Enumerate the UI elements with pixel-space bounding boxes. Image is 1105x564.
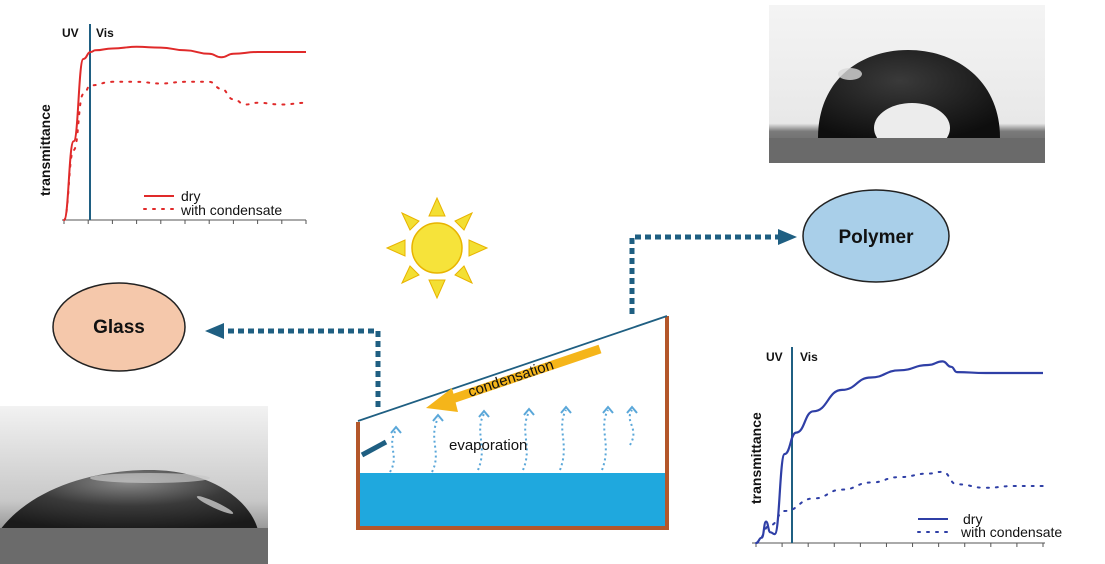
glass-droplet-photo (0, 406, 268, 564)
condensation-arrow (426, 344, 602, 412)
uv-label: UV (62, 26, 79, 40)
glass-arrowhead (205, 323, 224, 339)
polymer-transmittance-chart: UV Vis transmittance dry with condensate (748, 347, 1062, 547)
polymer-label: Polymer (839, 227, 915, 248)
polymer-droplet-photo (769, 5, 1045, 163)
solar-still: condensation evaporation (356, 315, 669, 530)
glass-label: Glass (93, 317, 145, 338)
polymer-arrow (629, 234, 780, 314)
condensation-label: condensation (466, 356, 556, 400)
series-dry-line (755, 360, 1043, 545)
x-axis-ticks (63, 220, 307, 224)
series-with-condensate-line (755, 470, 1044, 544)
x-axis-ticks (755, 543, 1044, 547)
y-axis-label: transmittance (37, 104, 53, 196)
series-with-condensate-line (63, 80, 307, 221)
collection-trough (360, 439, 388, 458)
still-walls (356, 316, 669, 530)
vis-label: Vis (800, 350, 818, 364)
glass-arrow (222, 328, 381, 407)
legend-with-condensate-label: with condensate (180, 202, 282, 218)
evaporation-label: evaporation (449, 437, 527, 454)
water-basin (360, 473, 666, 526)
legend-with-condensate-label: with condensate (960, 524, 1062, 540)
polymer-arrowhead (778, 229, 797, 245)
sun-icon (385, 196, 489, 300)
glass-transmittance-chart: UV Vis transmittance dry with condensate (37, 24, 307, 224)
series-dry-line (63, 45, 306, 221)
vapor-arrowheads (390, 405, 638, 434)
glass-node: Glass (52, 282, 186, 372)
vapor-arrows (389, 409, 635, 473)
glass-cover (357, 315, 668, 422)
vis-label: Vis (96, 26, 114, 40)
y-axis-label: transmittance (748, 412, 764, 504)
legend-dry-label: dry (963, 511, 982, 527)
legend-dry-label: dry (181, 188, 200, 204)
uv-label: UV (766, 350, 783, 364)
polymer-node: Polymer (802, 189, 950, 283)
